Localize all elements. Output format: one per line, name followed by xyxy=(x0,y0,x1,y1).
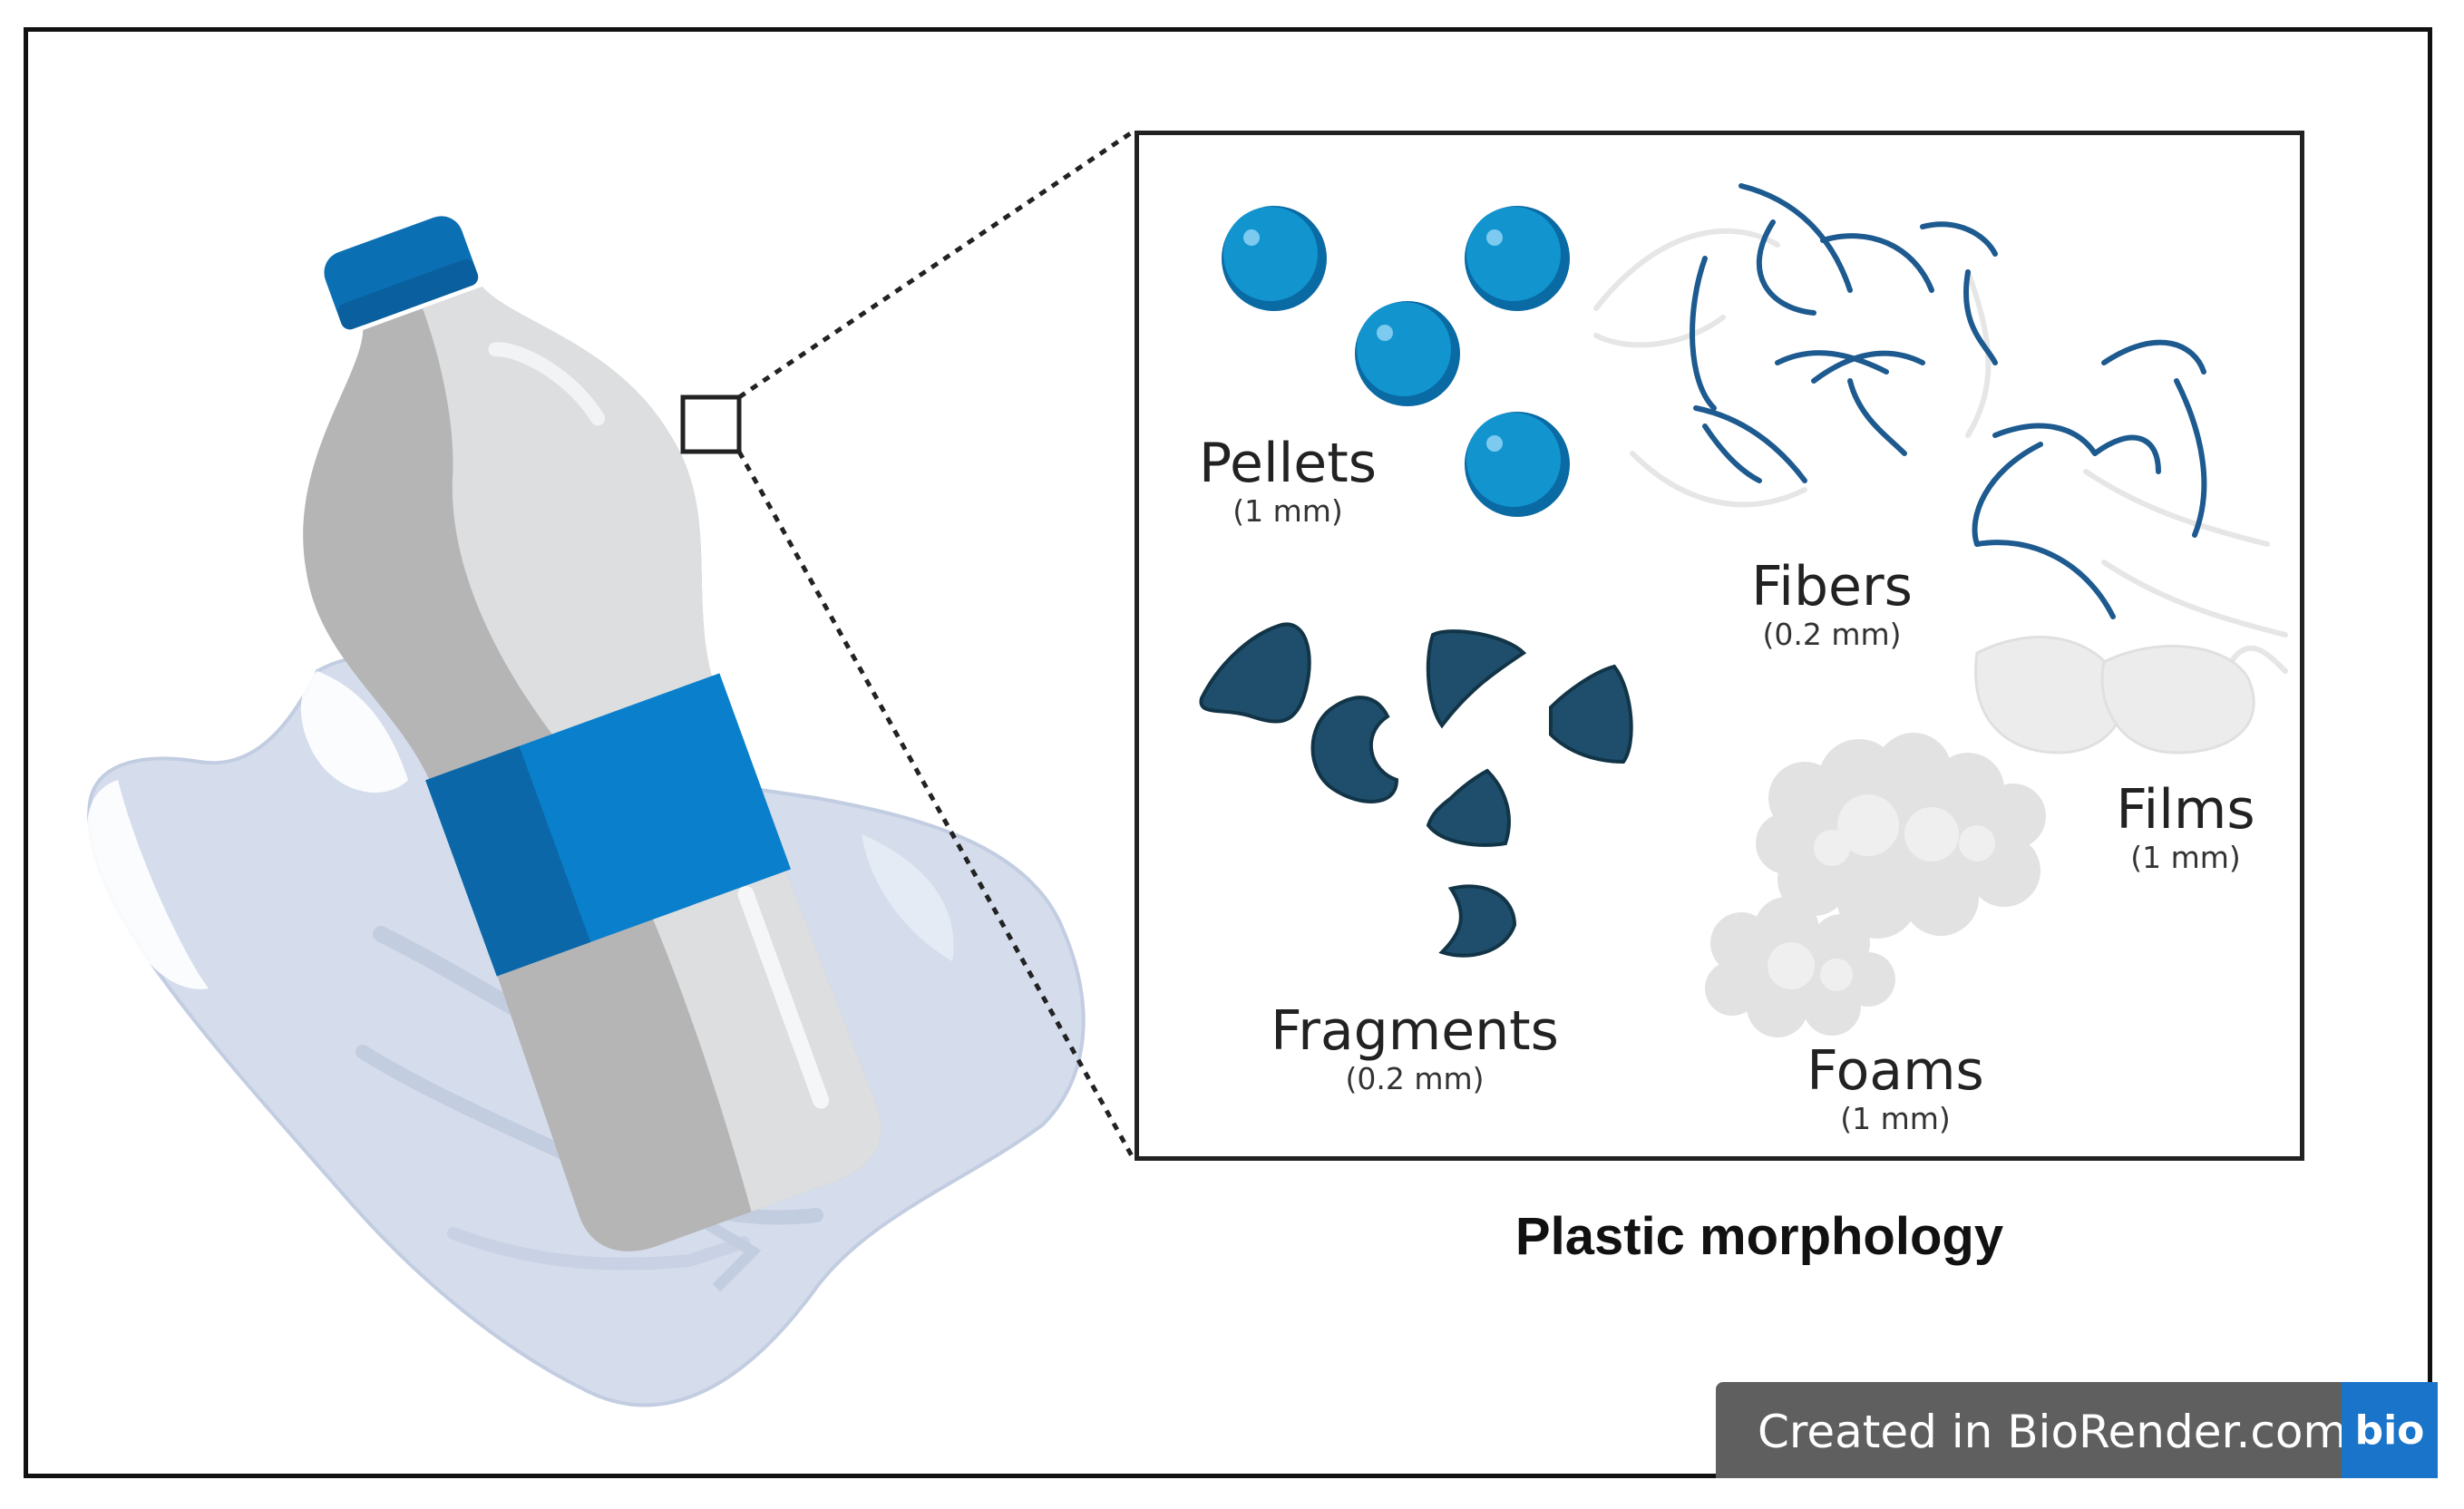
fibers-name: Fibers xyxy=(1751,555,1913,618)
figure-border xyxy=(24,27,2432,1478)
pellet xyxy=(1355,301,1460,406)
pellets-icon xyxy=(1222,206,1570,517)
films-name: Films xyxy=(2116,778,2255,842)
label-fragments: Fragments (0.2 mm) xyxy=(1242,1001,1587,1097)
films-icon xyxy=(1974,636,2255,754)
fragment xyxy=(1549,664,1633,764)
foams-size: (1 mm) xyxy=(1840,1101,1951,1136)
zoom-line-top xyxy=(737,128,1136,400)
figure-title: Plastic morphology xyxy=(1514,1207,2004,1266)
fibers-size: (0.2 mm) xyxy=(1762,617,1902,652)
foams-name: Foams xyxy=(1807,1039,1984,1103)
zoom-square xyxy=(680,394,742,454)
label-fibers: Fibers (0.2 mm) xyxy=(1723,557,1941,653)
label-foams: Foams (1 mm) xyxy=(1777,1041,2013,1137)
pellet xyxy=(1465,206,1570,311)
zoom-line-bottom xyxy=(736,450,1137,1163)
films-size: (1 mm) xyxy=(2130,840,2241,875)
fragment xyxy=(1199,622,1311,724)
fibers-icon xyxy=(1593,183,2288,674)
label-pellets: Pellets (1 mm) xyxy=(1179,433,1397,530)
biorender-logo-icon: bio xyxy=(2342,1382,2438,1478)
pellets-size: (1 mm) xyxy=(1232,493,1343,529)
plastic-bottle-icon xyxy=(303,216,881,1251)
fragment xyxy=(1438,884,1517,958)
pellets-name: Pellets xyxy=(1199,432,1377,495)
fragments-size: (0.2 mm) xyxy=(1345,1061,1485,1096)
fragments-icon xyxy=(1199,622,1633,958)
foams-icon xyxy=(1705,733,2046,1037)
pellet xyxy=(1465,412,1570,517)
biorender-watermark[interactable]: Created in BioRender.com bio xyxy=(1716,1382,2438,1478)
watermark-text: Created in BioRender.com xyxy=(1758,1406,2348,1458)
fragment xyxy=(1310,696,1399,803)
label-films: Films (1 mm) xyxy=(2086,780,2285,876)
fragment xyxy=(1426,629,1527,729)
pellet xyxy=(1222,206,1327,311)
fragment xyxy=(1426,768,1511,847)
fragments-name: Fragments xyxy=(1271,999,1559,1063)
